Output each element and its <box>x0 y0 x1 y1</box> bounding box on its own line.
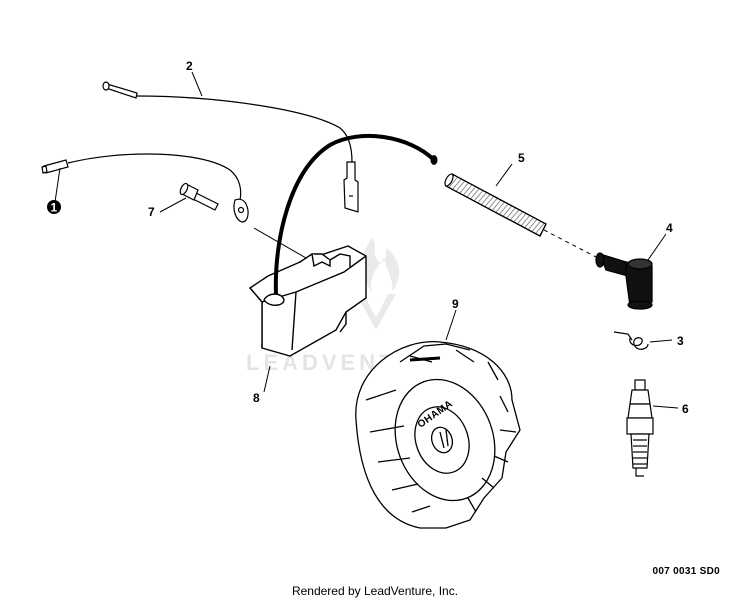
part-8-ignition-module <box>248 245 367 357</box>
cable-end <box>430 155 438 165</box>
leader-5-to-4-dashed <box>543 229 599 259</box>
part-3-spring <box>613 331 649 350</box>
render-credit: Rendered by LeadVenture, Inc. <box>291 584 459 598</box>
part-6-spark-plug <box>626 379 654 477</box>
watermark-flame-icon <box>361 238 400 292</box>
leader-lines <box>54 71 679 409</box>
callout-4: 4 <box>666 221 673 235</box>
high-tension-cable <box>273 133 436 295</box>
callout-6: 6 <box>682 402 689 416</box>
watermark-v-icon <box>356 294 396 330</box>
part-1-wire <box>41 153 249 223</box>
callout-3: 3 <box>677 334 684 348</box>
callout-9: 9 <box>452 297 459 311</box>
callout-1: 1 <box>51 201 58 215</box>
drawing-code: 007 0031 SD0 <box>652 566 720 577</box>
callout-2: 2 <box>186 59 193 73</box>
part-9-flywheel <box>355 341 521 529</box>
callout-5: 5 <box>518 151 525 165</box>
callout-8: 8 <box>253 391 260 405</box>
part-5-sleeve <box>444 173 547 237</box>
part-2-lead-wire <box>102 81 359 213</box>
part-7-screw <box>179 182 219 211</box>
callout-7: 7 <box>148 205 155 219</box>
part-4-spark-plug-boot <box>595 252 653 310</box>
callout-1-marker <box>47 200 61 214</box>
